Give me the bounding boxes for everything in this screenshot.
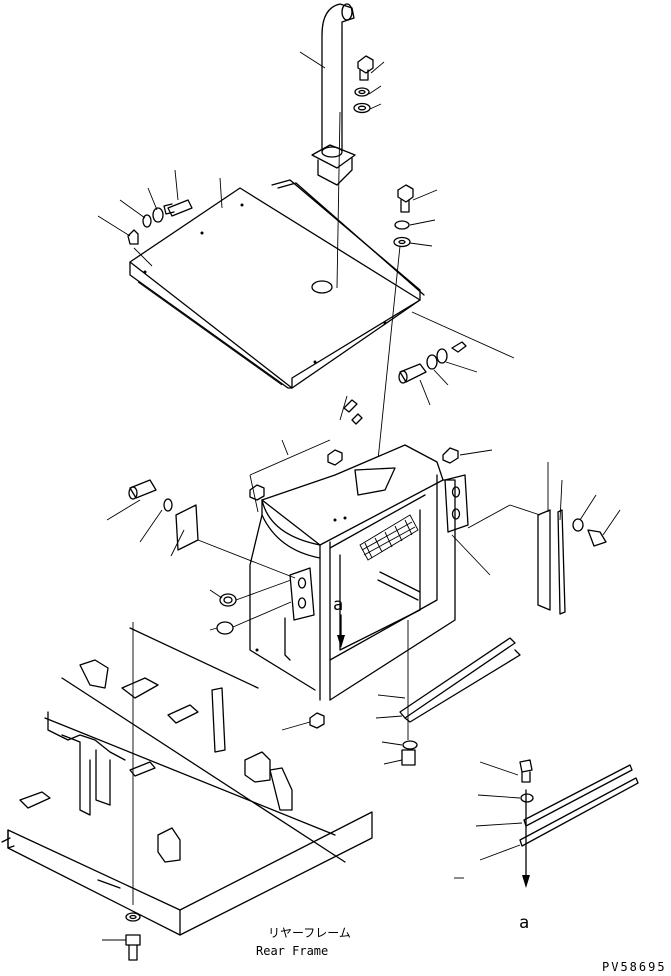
center-line-top — [377, 245, 401, 461]
hood-cover-plate — [129, 177, 425, 389]
clip — [339, 395, 363, 425]
exhaust-pipe — [299, 3, 356, 186]
rails — [375, 620, 521, 766]
hood-nuts — [249, 447, 493, 731]
view-label-bottom: a — [519, 913, 529, 933]
hood-bolt-set-right — [393, 184, 515, 359]
hood-box — [249, 439, 469, 701]
pipe-bolt-set — [353, 55, 385, 114]
frame-label-jp: リヤーフレーム — [268, 926, 351, 940]
right-hardware — [451, 462, 621, 615]
frame-label-en: Rear Frame — [256, 944, 328, 958]
side-bolt-set — [398, 348, 478, 406]
frame-bolt-set — [102, 912, 141, 961]
hood-bolt-set-left — [97, 169, 193, 267]
left-hardware — [106, 479, 296, 635]
center-line-hood — [336, 111, 341, 289]
view-arrow-top: a — [333, 595, 345, 648]
view-label-top: a — [333, 595, 343, 615]
rear-frame — [1, 627, 373, 936]
drawing-code: PV58695 — [602, 960, 667, 974]
view-a-detail: a — [454, 759, 639, 933]
